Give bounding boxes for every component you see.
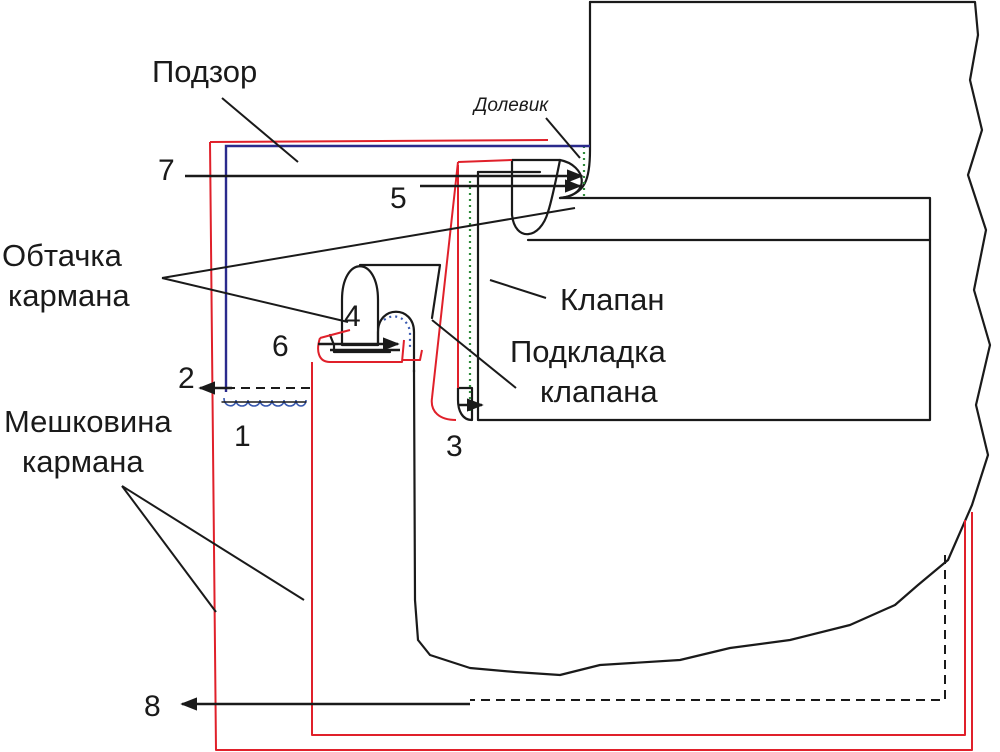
- leader-meshkovina-b: [121, 485, 305, 601]
- pocket-bag-inner: [311, 329, 966, 736]
- number-5: 5: [390, 182, 407, 215]
- label-podkladka-1: Подкладка: [510, 334, 667, 369]
- welt-upper-stitch: [383, 315, 412, 350]
- welt-upper-loop: [376, 310, 416, 374]
- leader-obtachka-b: [161, 277, 349, 323]
- label-obtachka-1: Обтачка: [2, 238, 123, 273]
- facing-blue: [224, 144, 590, 392]
- leader-dolevik: [545, 117, 581, 159]
- label-dolevik: Долевик: [472, 95, 549, 116]
- flap-bottom-fold: [456, 386, 474, 422]
- leader-klapan: [489, 279, 547, 299]
- garment-panel-outline: [412, 0, 992, 677]
- flap-lining-red: [430, 159, 513, 421]
- label-meshkovina-1: Мешковина: [4, 404, 172, 439]
- leader-meshkovina-a: [121, 485, 217, 613]
- label-podkladka-2: клапана: [540, 374, 658, 409]
- welt-lower-line: [328, 333, 392, 354]
- overlock-stitch: [221, 397, 307, 407]
- label-meshkovina-2: кармана: [22, 444, 144, 479]
- label-klapan: Клапан: [560, 282, 665, 317]
- label-obtachka-2: кармана: [8, 278, 130, 313]
- number-7: 7: [158, 154, 175, 187]
- number-3: 3: [446, 430, 463, 463]
- facing-top-line: [358, 263, 442, 320]
- guide-8-dashed: [470, 555, 946, 701]
- garment-top-edge: [526, 0, 932, 242]
- leader-podzor: [221, 97, 299, 163]
- pocket-bag-connector: [402, 349, 423, 361]
- facing-loop: [340, 265, 380, 347]
- number-1: 1: [234, 420, 251, 453]
- leader-obtachka-a: [161, 207, 576, 279]
- number-6: 6: [272, 330, 289, 363]
- leader-podkladka: [431, 319, 517, 389]
- pocket-bag-outer: [209, 139, 973, 751]
- number-8: 8: [144, 690, 161, 723]
- number-4: 4: [344, 300, 361, 333]
- flap-body: [476, 170, 932, 422]
- number-2: 2: [178, 362, 195, 395]
- label-podzor: Подзор: [152, 54, 257, 89]
